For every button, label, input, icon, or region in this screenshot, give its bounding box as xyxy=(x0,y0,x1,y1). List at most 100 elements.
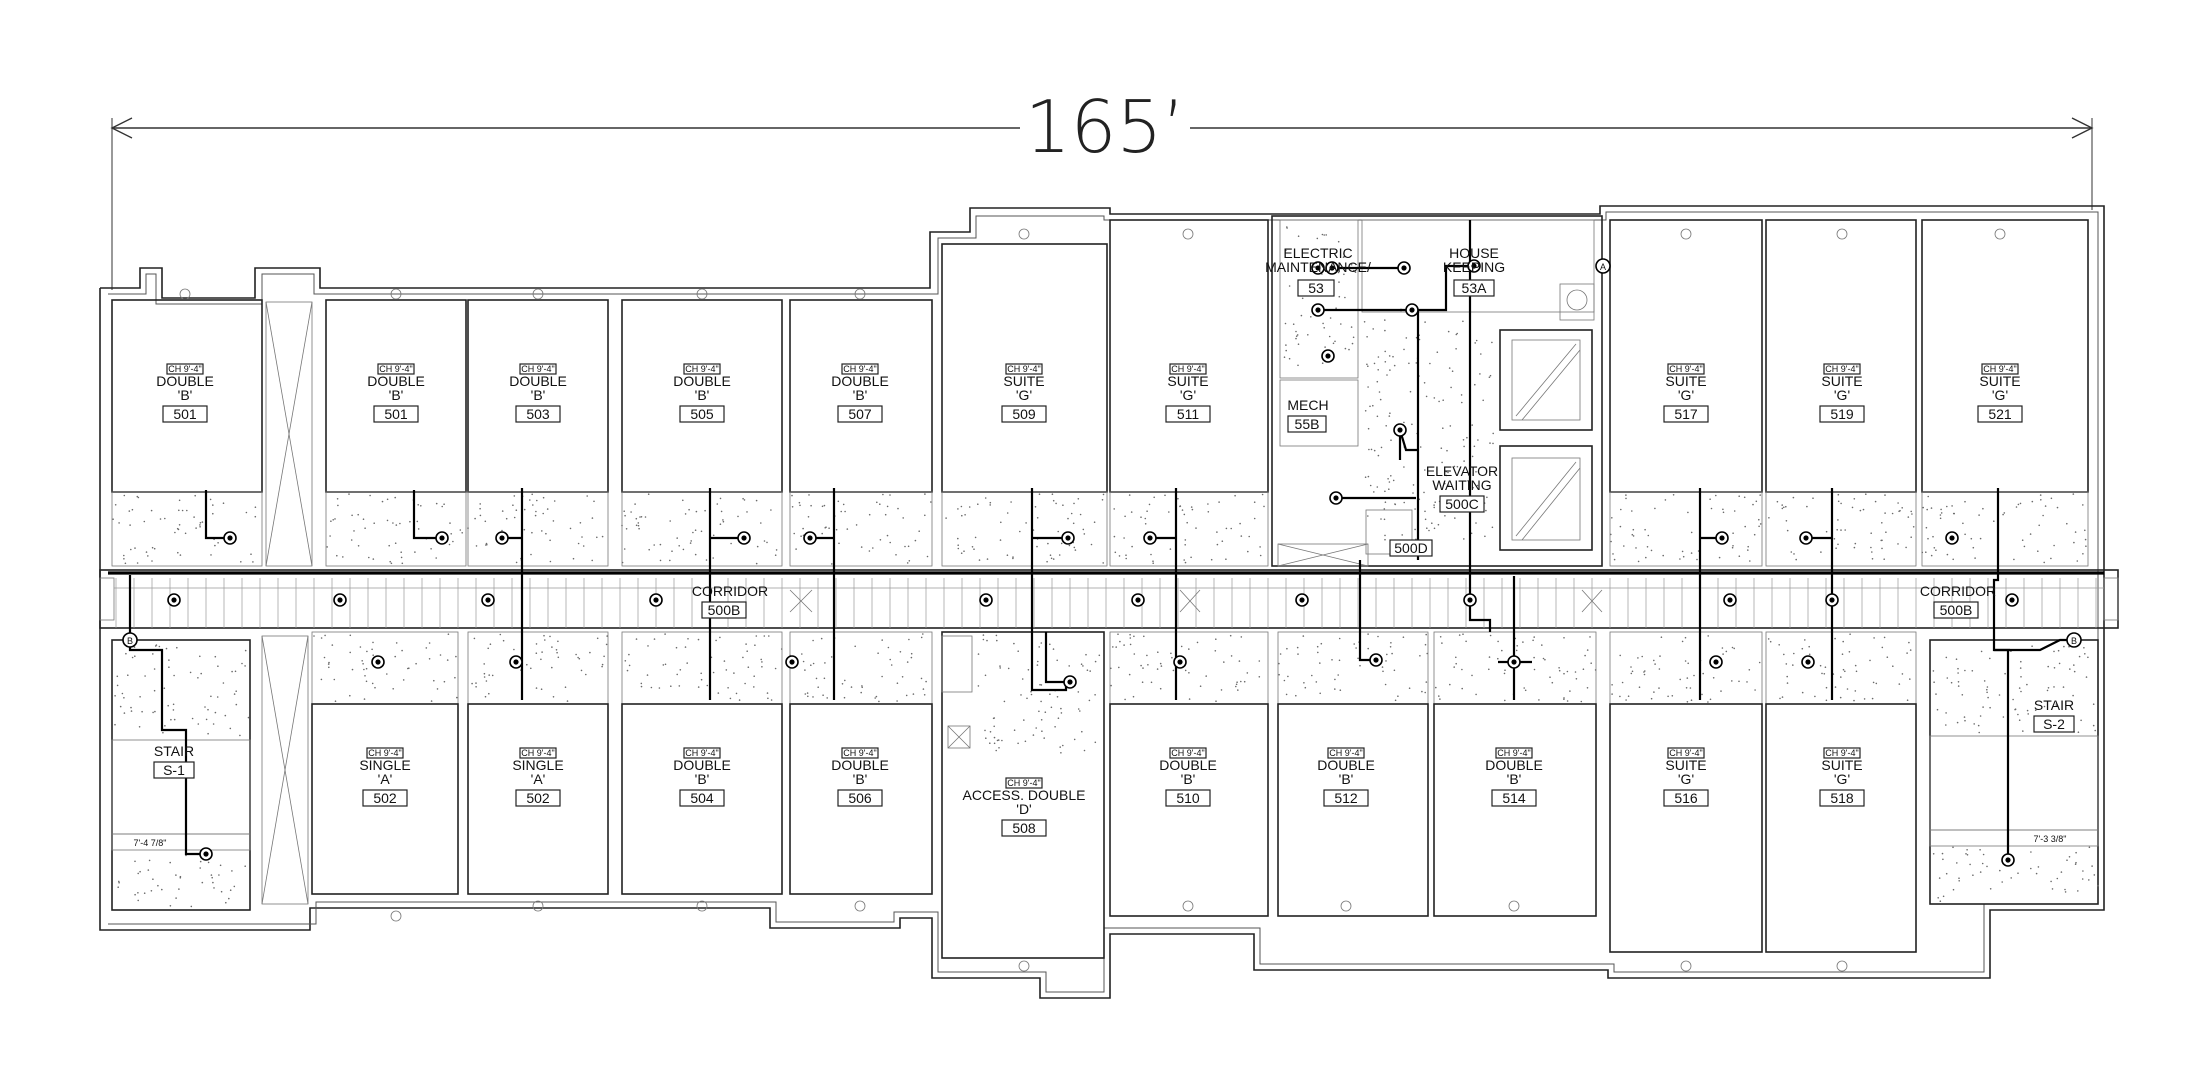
corridor-number-west: 500B xyxy=(708,602,741,618)
electric-label-1: ELECTRIC xyxy=(1283,245,1352,261)
top-room-variant-4: 'B' xyxy=(853,387,868,403)
bottom-room-number-9: 518 xyxy=(1830,790,1854,806)
bottom-room-ceiling-0: CH 9'-4" xyxy=(368,748,401,758)
bottom-room-number-0: 502 xyxy=(373,790,397,806)
stair-1-number: S-1 xyxy=(163,762,185,778)
top-room-number-1: 501 xyxy=(384,406,408,422)
bottom-room-type-6: DOUBLE xyxy=(1317,757,1375,773)
top-room-variant-5: 'G' xyxy=(1016,387,1032,403)
top-room-type-7: SUITE xyxy=(1665,373,1706,389)
top-room-variant-6: 'G' xyxy=(1180,387,1196,403)
elevator-label-1: ELEVATOR xyxy=(1426,463,1498,479)
bottom-room-ceiling-6: CH 9'-4" xyxy=(1329,748,1362,758)
top-room-variant-9: 'G' xyxy=(1992,387,2008,403)
top-room-type-2: DOUBLE xyxy=(509,373,567,389)
elevator-number: 500C xyxy=(1445,496,1478,512)
stair-1-label: STAIR xyxy=(154,743,194,759)
bottom-room-type-0: SINGLE xyxy=(359,757,410,773)
bottom-room-type-1: SINGLE xyxy=(512,757,563,773)
stairs xyxy=(111,639,2099,911)
stair-2-number: S-2 xyxy=(2043,716,2065,732)
top-rooms xyxy=(111,219,2089,567)
top-room-number-9: 521 xyxy=(1988,406,2012,422)
top-room-variant-1: 'B' xyxy=(389,387,404,403)
bottom-room-ceiling-9: CH 9'-4" xyxy=(1825,748,1858,758)
top-room-ceiling-2: CH 9'-4" xyxy=(521,364,554,374)
top-room-type-9: SUITE xyxy=(1979,373,2020,389)
top-room-number-2: 503 xyxy=(526,406,550,422)
top-room-type-1: DOUBLE xyxy=(367,373,425,389)
bottom-room-number-3: 506 xyxy=(848,790,872,806)
housekeeping-label-2: KEEPING xyxy=(1443,259,1505,275)
bottom-room-variant-3: 'B' xyxy=(853,771,868,787)
stair-labels: STAIR S-1 7'-4 7/8" STAIR S-2 7'-3 3/8" xyxy=(134,697,2075,848)
building-outline xyxy=(99,205,2105,999)
top-room-ceiling-6: CH 9'-4" xyxy=(1171,364,1204,374)
bottom-room-ceiling-3: CH 9'-4" xyxy=(843,748,876,758)
electric-label-2: MAINTENANCE/ xyxy=(1265,259,1371,275)
corridor-label-west: CORRIDOR xyxy=(692,583,768,599)
top-room-number-7: 517 xyxy=(1674,406,1698,422)
top-room-ceiling-4: CH 9'-4" xyxy=(843,364,876,374)
top-room-number-4: 507 xyxy=(848,406,872,422)
stair-1-dimension: 7'-4 7/8" xyxy=(134,838,167,848)
top-room-variant-3: 'B' xyxy=(695,387,710,403)
marker-b-west: B xyxy=(127,636,133,646)
bottom-room-variant-0: 'A' xyxy=(378,771,393,787)
top-room-variant-7: 'G' xyxy=(1678,387,1694,403)
electric-number: 53 xyxy=(1308,280,1324,296)
corridor-label-east: CORRIDOR xyxy=(1920,583,1996,599)
top-room-ceiling-8: CH 9'-4" xyxy=(1825,364,1858,374)
marker-a: A xyxy=(1600,262,1606,272)
bottom-room-type-8: SUITE xyxy=(1665,757,1706,773)
bottom-room-type-4: ACCESS. DOUBLE xyxy=(963,787,1086,803)
bottom-room-number-1: 502 xyxy=(526,790,550,806)
bottom-room-type-9: SUITE xyxy=(1821,757,1862,773)
corridor xyxy=(99,569,2119,629)
top-room-ceiling-5: CH 9'-4" xyxy=(1007,364,1040,374)
bottom-room-variant-8: 'G' xyxy=(1678,771,1694,787)
small-room-number: 500D xyxy=(1394,540,1427,556)
top-room-ceiling-9: CH 9'-4" xyxy=(1983,364,2016,374)
stair-2-label: STAIR xyxy=(2034,697,2074,713)
top-room-number-5: 509 xyxy=(1012,406,1036,422)
top-room-type-5: SUITE xyxy=(1003,373,1044,389)
bottom-room-variant-1: 'A' xyxy=(531,771,546,787)
bottom-room-ceiling-4: CH 9'-4" xyxy=(1007,778,1040,788)
top-room-type-0: DOUBLE xyxy=(156,373,214,389)
bottom-room-ceiling-1: CH 9'-4" xyxy=(521,748,554,758)
plumbing-lines xyxy=(108,220,2104,860)
top-room-number-3: 505 xyxy=(690,406,714,422)
stair-2-dimension: 7'-3 3/8" xyxy=(2034,834,2067,844)
top-room-variant-8: 'G' xyxy=(1834,387,1850,403)
bottom-room-variant-4: 'D' xyxy=(1016,801,1031,817)
bottom-room-type-3: DOUBLE xyxy=(831,757,889,773)
housekeeping-number: 53A xyxy=(1462,280,1488,296)
top-room-number-6: 511 xyxy=(1177,406,1200,422)
top-room-type-8: SUITE xyxy=(1821,373,1862,389)
marker-b-east: B xyxy=(2071,636,2077,646)
top-room-ceiling-3: CH 9'-4" xyxy=(685,364,718,374)
bottom-room-variant-9: 'G' xyxy=(1834,771,1850,787)
bottom-room-ceiling-2: CH 9'-4" xyxy=(685,748,718,758)
housekeeping-label-1: HOUSE xyxy=(1449,245,1499,261)
bottom-room-number-5: 510 xyxy=(1176,790,1200,806)
stipple-texture xyxy=(112,226,2099,908)
bottom-room-variant-6: 'B' xyxy=(1339,771,1354,787)
corridor-number-east: 500B xyxy=(1940,602,1973,618)
bottom-room-variant-7: 'B' xyxy=(1507,771,1522,787)
mech-label: MECH xyxy=(1287,397,1328,413)
service-labels: ELECTRIC MAINTENANCE/ 53 HOUSE KEEPING 5… xyxy=(122,245,2082,648)
bottom-room-type-2: DOUBLE xyxy=(673,757,731,773)
corridor-labels: CORRIDOR 500B CORRIDOR 500B xyxy=(692,583,1996,619)
top-room-type-4: DOUBLE xyxy=(831,373,889,389)
elevator-label-2: WAITING xyxy=(1432,477,1491,493)
top-room-number-8: 519 xyxy=(1830,406,1854,422)
top-room-variant-0: 'B' xyxy=(178,387,193,403)
bottom-room-variant-2: 'B' xyxy=(695,771,710,787)
bottom-room-number-7: 514 xyxy=(1502,790,1526,806)
top-room-type-3: DOUBLE xyxy=(673,373,731,389)
